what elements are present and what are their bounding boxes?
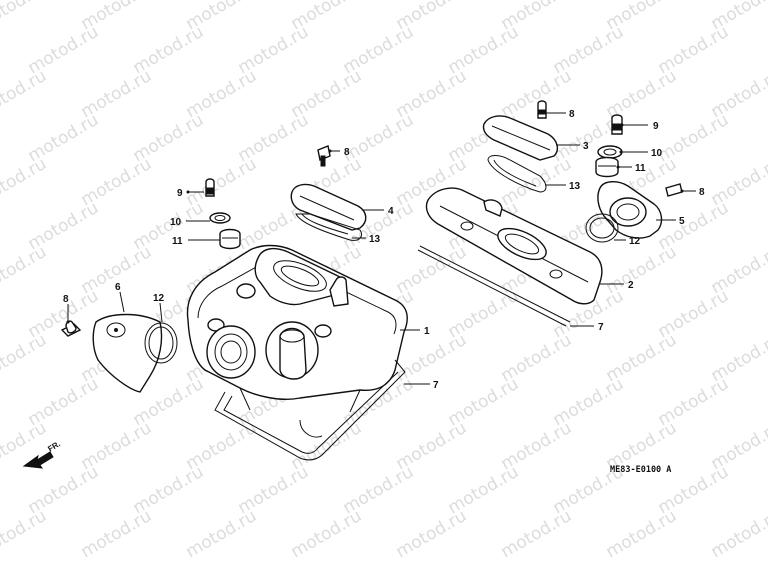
head-cover-part	[186, 244, 408, 413]
callout-8-top: 8	[569, 109, 575, 120]
callout-3: 3	[583, 141, 589, 152]
callout-8-left: 8	[63, 294, 69, 305]
callout-8-middle: 8	[344, 147, 350, 158]
callout-11-right: 11	[635, 163, 646, 174]
top-cover-right-part	[482, 100, 559, 193]
callout-13-right: 13	[569, 181, 581, 192]
callout-8-right: 8	[699, 187, 705, 198]
callout-numbers: 8 9 10 3 11 13 5 8 12 8 4 9 10 13 11 2 7…	[63, 109, 705, 391]
watermark-text: motod.ru	[498, 506, 576, 562]
watermark-text: motod.ru	[0, 66, 50, 122]
callout-7-right: 7	[598, 322, 604, 333]
watermark-text: motod.ru	[288, 506, 366, 562]
small-cover-middle-part	[290, 145, 367, 241]
callout-9-right: 9	[653, 121, 659, 132]
oil-cap-left-parts	[205, 178, 241, 250]
callout-9-left: 9	[177, 188, 183, 199]
callout-10-right: 10	[651, 148, 663, 159]
callout-7-lower: 7	[433, 380, 439, 391]
callout-2: 2	[628, 280, 634, 291]
watermark-text: motod.ru	[603, 506, 681, 562]
callout-1: 1	[424, 326, 430, 337]
watermark-text: motod.ru	[393, 506, 471, 562]
watermark-text: motod.ru	[0, 506, 50, 562]
callout-5: 5	[679, 216, 685, 227]
watermark-text: motod.ru	[0, 154, 50, 210]
diagram-code: ME83-E0100 A	[610, 465, 671, 475]
leader-lines	[66, 111, 696, 385]
gasket-strip-right-part	[417, 245, 571, 327]
watermark-text: motod.ru	[0, 0, 50, 34]
watermark-text: motod.ru	[0, 242, 50, 298]
front-direction-label: FR.	[46, 439, 62, 453]
watermark-text: motod.ru	[0, 330, 50, 386]
oil-cap-right-parts	[595, 114, 623, 178]
callout-4: 4	[388, 206, 394, 217]
side-cover-left-part	[60, 313, 178, 393]
callout-12-left: 12	[153, 293, 165, 304]
callout-10-left: 10	[170, 217, 182, 228]
watermark-text: motod.ru	[708, 506, 768, 562]
callout-13-middle: 13	[369, 234, 381, 245]
callout-11-left: 11	[172, 236, 183, 247]
callout-12-right: 12	[629, 236, 641, 247]
long-cover-right-part	[425, 187, 603, 305]
cap-cover-right-part	[585, 181, 683, 243]
gasket-lower-part	[214, 359, 406, 461]
watermark-text: motod.ru	[78, 506, 156, 562]
callout-6: 6	[115, 282, 121, 293]
watermark-text: motod.ru	[183, 506, 261, 562]
